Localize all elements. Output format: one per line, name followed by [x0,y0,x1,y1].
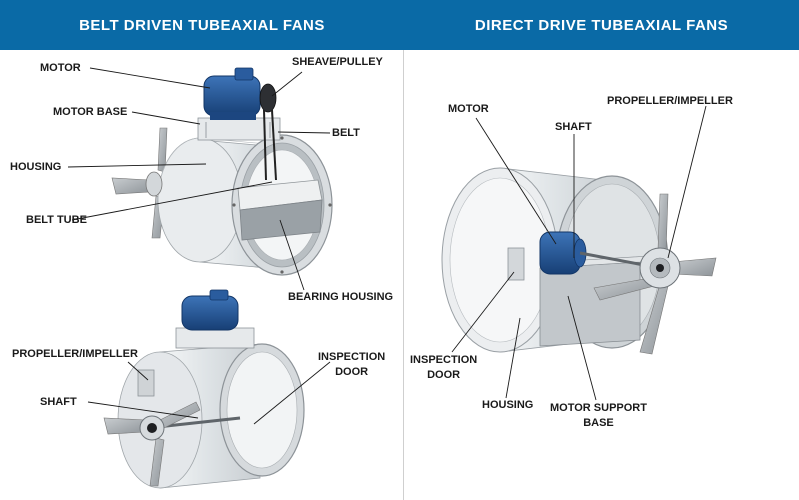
belt-driven-fan-top [111,67,333,276]
label-propeller-impeller-right: PROPELLER/IMPELLER [607,95,733,107]
panel-divider [403,50,404,500]
label-inspection-right-line1: INSPECTION [410,354,478,366]
belt-driven-title: BELT DRIVEN TUBEAXIAL FANS [0,0,404,50]
label-belt-tube: BELT TUBE [26,214,87,226]
label-housing: HOUSING [10,161,62,173]
label-inspection-line1: INSPECTION [318,351,386,363]
label-motor-support-line1: MOTOR SUPPORT [550,402,647,414]
label-belt: BELT [332,127,360,139]
label-housing-right: HOUSING [482,399,534,411]
label-propeller-impeller-left: PROPELLER/IMPELLER [12,348,138,360]
belt-driven-fan-bottom [103,289,305,489]
label-bearing-housing: BEARING HOUSING [288,291,394,303]
label-shaft-right: SHAFT [555,121,592,133]
direct-drive-fan [441,167,717,355]
label-sheave-pulley: SHEAVE/PULLEY [292,56,383,68]
label-shaft-left: SHAFT [40,396,77,408]
leader-lines [67,67,707,425]
label-motor-right: MOTOR [448,103,489,115]
label-inspection-door-right: INSPECTION DOOR [410,353,477,383]
label-inspection-right-line2: DOOR [427,369,461,381]
label-motor: MOTOR [40,62,81,74]
label-inspection-line2: DOOR [335,366,369,378]
label-motor-support-base: MOTOR SUPPORT BASE [550,401,647,431]
direct-drive-title: DIRECT DRIVE TUBEAXIAL FANS [404,0,799,50]
label-motor-support-line2: BASE [583,417,614,429]
label-motor-base: MOTOR BASE [53,106,128,118]
label-inspection-door-left: INSPECTION DOOR [318,350,385,380]
